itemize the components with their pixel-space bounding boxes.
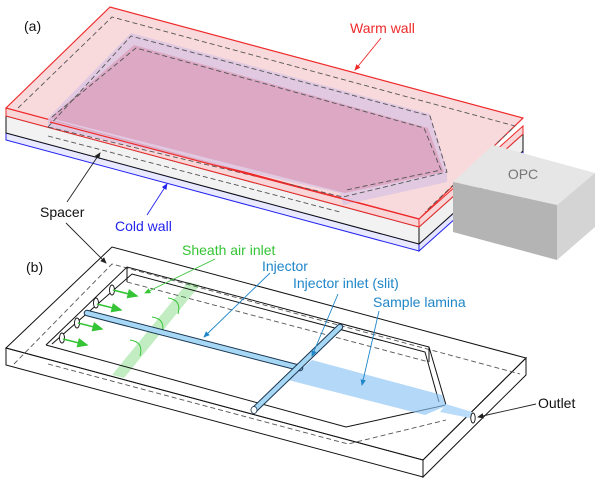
outlet-label: Outlet (538, 395, 575, 411)
injector-inlet-label: Injector inlet (slit) (293, 275, 399, 291)
injector-inlet-arrow (311, 293, 339, 357)
sheath-inlet-holes (59, 284, 115, 344)
spacer-front-hidden (47, 135, 341, 213)
warm-wall-label: Warm wall (350, 20, 415, 36)
spacer-arrow-a (66, 152, 101, 203)
channel-outline (47, 35, 448, 198)
sheath-air-inlet-label: Sheath air inlet (182, 242, 276, 258)
sample-outlet-stream (440, 404, 472, 418)
channel-back-hidden (126, 281, 430, 363)
chamber-front-face (5, 347, 424, 478)
warm-wall-inner-edge (49, 121, 420, 220)
warm-wall-arrow (354, 37, 382, 71)
channel-area (50, 45, 444, 193)
injector-tube-long-fill (84, 310, 303, 371)
chamber-top-face (5, 246, 527, 461)
sheath-flow-arrows (62, 289, 139, 348)
outlet-arrow (477, 403, 537, 419)
outlet-hole-icon (470, 412, 476, 424)
sample-lamina-label: Sample lamina (373, 294, 466, 310)
injector-arrow (203, 272, 271, 338)
cold-wall-arrow (146, 183, 168, 216)
sample-lamina-arrow (360, 310, 380, 386)
panel-b-label: (b) (26, 259, 43, 275)
opc-box: OPC (453, 145, 595, 260)
spacer-label: Spacer (40, 204, 85, 220)
chamber-hidden-lines (13, 263, 521, 375)
spacer-arrow-b (65, 222, 107, 264)
opc-label: OPC (508, 166, 538, 182)
channel-inner-wall (51, 273, 440, 403)
panel-a-label: (a) (24, 18, 41, 34)
injector-end-icon (250, 406, 258, 414)
channel-rim (45, 266, 447, 428)
channel-inner-outline (51, 47, 442, 191)
cold-wall-label: Cold wall (115, 218, 172, 234)
panel-b: (b) Sheath air inlet Injector Injector i… (5, 242, 575, 479)
sheath-air-inlet-arrow (144, 258, 216, 294)
panel-a: OPC (a) Warm wall Spacer Cold wall (4, 6, 595, 264)
injector-tube-cross-fill (251, 324, 343, 413)
injector-label: Injector (262, 258, 308, 274)
sample-lamina (288, 360, 446, 415)
channel-bottom-hidden (47, 363, 447, 445)
